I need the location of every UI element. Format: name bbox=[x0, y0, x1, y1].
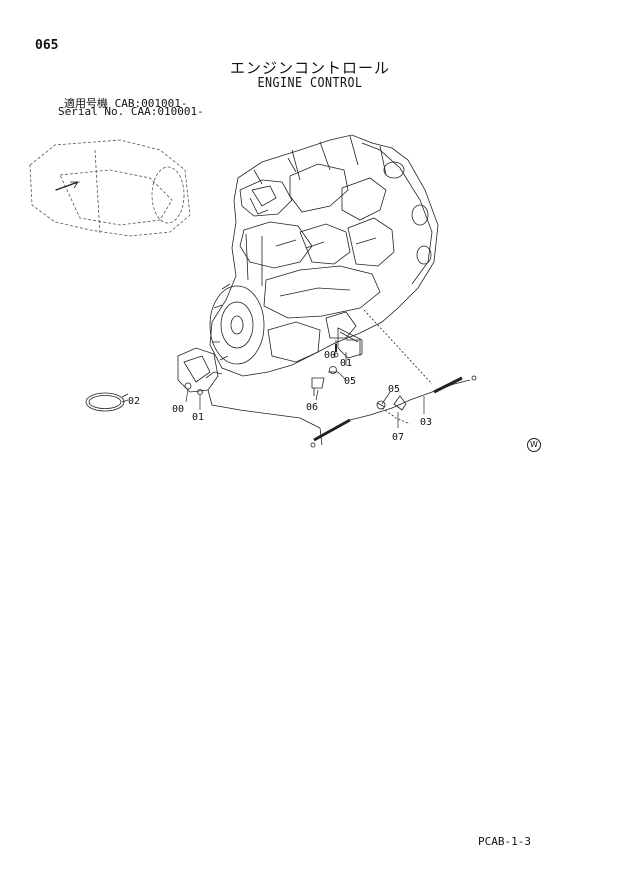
callout-01-upper: 01 bbox=[340, 358, 352, 369]
callout-00-upper: 00 bbox=[324, 350, 336, 361]
page-title-english: ENGINE CONTROL bbox=[257, 76, 363, 91]
callout-05-upper: 05 bbox=[344, 376, 356, 387]
cable-nut-and-clip bbox=[376, 395, 407, 411]
callout-00-lower: 00 bbox=[172, 404, 184, 415]
control-cable bbox=[207, 309, 477, 448]
callout-06: 06 bbox=[306, 402, 318, 413]
serial-range-japanese: 適用号機 CAB:001001- bbox=[64, 97, 188, 110]
linkage-bracket bbox=[333, 327, 363, 359]
engine-assembly bbox=[209, 134, 439, 377]
hose-clamp bbox=[85, 392, 129, 412]
serial-range-english: Serial No. CAA:010001- bbox=[58, 105, 204, 118]
callout-03: 03 bbox=[420, 417, 432, 428]
callout-07: 07 bbox=[392, 432, 404, 443]
watermark-w-symbol: W bbox=[527, 438, 541, 452]
callout-02: 02 bbox=[128, 396, 140, 407]
callout-01-lower: 01 bbox=[192, 412, 204, 423]
page-number: 065 bbox=[35, 38, 59, 53]
page-title-japanese: エンジンコントロール bbox=[229, 59, 390, 77]
callout-05-lower: 05 bbox=[388, 384, 400, 395]
footer-code: PCAB-1-3 bbox=[478, 835, 531, 848]
nut-and-clamp bbox=[311, 366, 338, 396]
reference-view bbox=[29, 139, 191, 237]
lever-assembly bbox=[177, 347, 223, 395]
